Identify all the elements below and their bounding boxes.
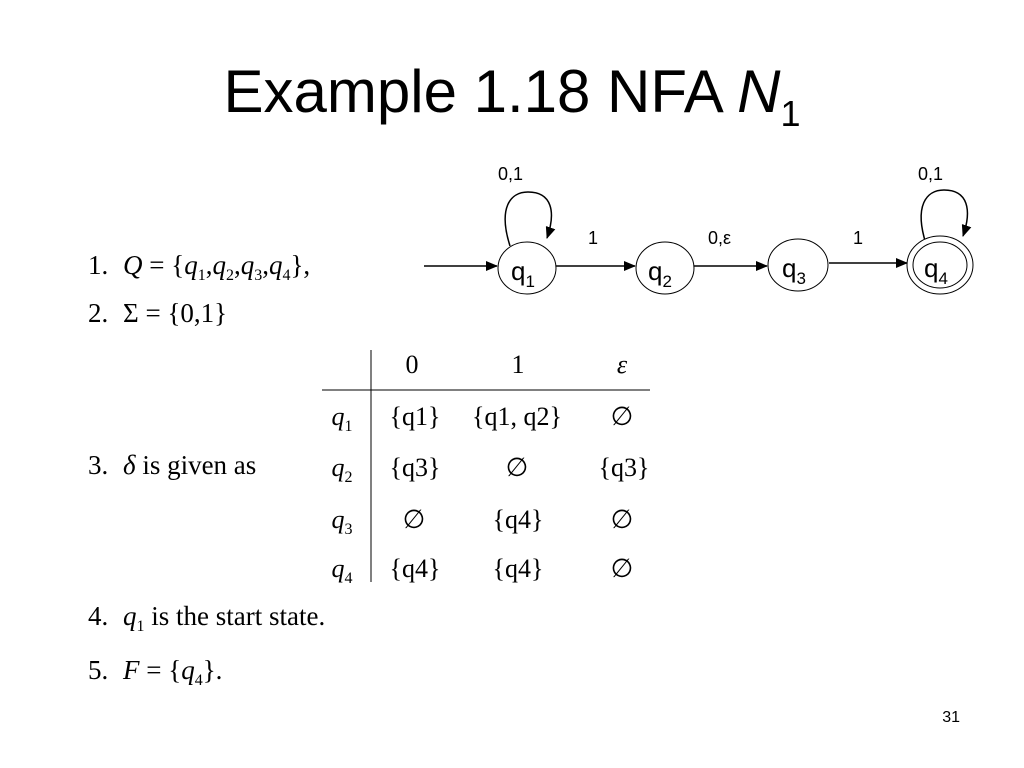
- item-1-comma: ,: [205, 250, 213, 280]
- state-q2-label: q2: [648, 256, 672, 291]
- loop-q1-label: 0,1: [498, 164, 523, 184]
- item-1-comma: ,: [233, 250, 241, 280]
- table-header-0: 0: [405, 350, 419, 379]
- item-4-var: q: [123, 601, 137, 631]
- item-4-text: is the start state.: [151, 601, 326, 631]
- loop-q4: [920, 189, 972, 245]
- state-q4-outer: [906, 235, 974, 295]
- table-row-state: q3: [331, 505, 353, 538]
- state-q2: [635, 241, 695, 295]
- item-2-num: 2.: [88, 298, 109, 328]
- title-var: N: [737, 58, 781, 125]
- state-q1-label: q1: [511, 256, 535, 291]
- item-5-end: }.: [202, 655, 223, 685]
- item-1-q: q: [184, 250, 198, 280]
- edge-q1-q2-label: 1: [588, 228, 598, 248]
- table-row-state: q4: [331, 554, 353, 587]
- table-cell: {q4}: [492, 505, 544, 534]
- item-1-q: q: [240, 250, 255, 280]
- item-1-sub: 4: [282, 267, 291, 284]
- item-4-sub: 1: [136, 618, 145, 635]
- item-1-num: 1.: [88, 250, 109, 280]
- title-sub: 1: [780, 93, 801, 134]
- table-cell: {q4}: [492, 554, 544, 583]
- item-1-close: },: [290, 250, 311, 280]
- table-header-eps: ε: [616, 350, 628, 379]
- table-cell: {q3}: [598, 453, 650, 482]
- loop-q4-label: 0,1: [918, 164, 943, 184]
- item-5: 5. F = {q4}.: [88, 655, 223, 689]
- table-cell: {q3}: [389, 453, 441, 482]
- title-text: Example 1.18 NFA: [223, 58, 738, 125]
- item-5-sub: 4: [194, 672, 203, 689]
- edge-q2-q3-label: 0,ε: [708, 228, 731, 248]
- item-3-text: is given as: [142, 450, 257, 480]
- item-1-comma: ,: [262, 250, 269, 280]
- item-4: 4. q1 is the start state.: [88, 601, 326, 635]
- item-1-sub: 3: [254, 267, 263, 284]
- item-2: 2. Σ = {0,1}: [88, 298, 227, 329]
- item-5-num: 5.: [88, 655, 109, 685]
- item-1-sub: 2: [225, 267, 234, 284]
- table-cell: ∅: [610, 402, 634, 431]
- item-1-Q: Q: [123, 250, 143, 280]
- state-q3: [767, 238, 829, 292]
- item-1-q: q: [212, 250, 226, 280]
- item-1-q: q: [268, 250, 283, 280]
- table-row-state: q2: [331, 453, 353, 486]
- table-cell: ∅: [402, 505, 426, 534]
- item-2-text: Σ = {0,1}: [123, 298, 228, 328]
- slide-title: Example 1.18 NFA N1: [0, 62, 1024, 132]
- table-cell: {q4}: [389, 554, 441, 583]
- table-cell: {q1, q2}: [472, 402, 562, 431]
- state-q3-label: q3: [782, 253, 806, 288]
- item-1: 1. Q = {q1,q2,q3,q4},: [88, 250, 311, 284]
- edge-q3-q4-label: 1: [853, 228, 863, 248]
- item-3: 3. δ is given as: [88, 450, 256, 481]
- item-1-eq: = {: [149, 250, 185, 280]
- table-header-1: 1: [511, 350, 525, 379]
- item-3-num: 3.: [88, 450, 109, 480]
- table-cell: ∅: [505, 453, 529, 482]
- item-5-var2: q: [181, 655, 195, 685]
- state-q4-inner: [912, 241, 968, 289]
- table-cell: ∅: [610, 554, 634, 583]
- item-4-num: 4.: [88, 601, 109, 631]
- loop-q1: [504, 191, 556, 247]
- item-5-eq: = {: [146, 655, 182, 685]
- state-q4-label: q4: [924, 253, 948, 288]
- item-5-var: F: [123, 655, 140, 685]
- table-row-state: q1: [331, 402, 353, 435]
- item-1-sub: 1: [197, 267, 206, 284]
- table-cell: ∅: [610, 505, 634, 534]
- table-cell: {q1}: [389, 402, 441, 431]
- item-3-delta: δ: [123, 450, 136, 480]
- state-q1: [497, 241, 557, 295]
- page-number: 31: [942, 709, 960, 726]
